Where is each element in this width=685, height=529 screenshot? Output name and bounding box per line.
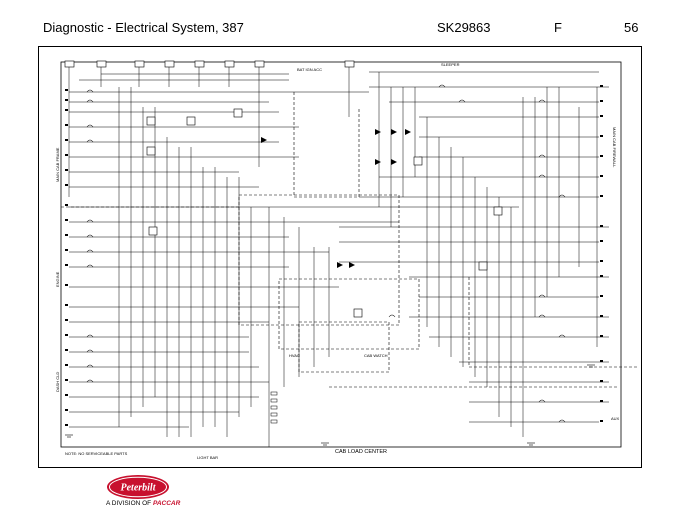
logo-oval: [107, 475, 169, 499]
harness-boundary: [60, 61, 622, 448]
logo-text: Peterbilt: [121, 483, 157, 494]
document-number: SK29863: [437, 20, 491, 35]
top-fuse-drops: [68, 67, 350, 197]
dashed-boundaries: [61, 92, 639, 388]
circuit-breakers: [86, 84, 566, 423]
label-cab-watch: CAB WATCH: [364, 353, 388, 358]
page-title: Diagnostic - Electrical System, 387: [43, 20, 244, 35]
label-main-cab-frame: MAIN CAB FRAME: [55, 147, 60, 182]
logo-sub-prefix: A DIVISION OF: [106, 500, 152, 507]
label-cab-load-center: CAB LOAD CENTER: [335, 449, 387, 455]
relays: [146, 108, 503, 318]
label-sleeper: SLEEPER: [441, 62, 460, 67]
label-main-cab-firewall: MAIN CAB FIREWALL: [612, 127, 617, 168]
label-dash-cld: DASH CLD: [55, 372, 60, 392]
page-number: 56: [624, 20, 639, 35]
label-light-bar: LIGHT BAR: [197, 455, 218, 460]
right-connector-pins: [600, 85, 603, 422]
wiring-lines: [69, 71, 609, 447]
label-aux: AUX: [611, 416, 620, 421]
light-bar-connectors: [270, 391, 278, 424]
logo-subtitle: A DIVISION OF PACCAR: [106, 500, 180, 507]
schematic-frame: [38, 46, 642, 468]
wiring-schematic: BAT IGN ACC SLEEPER MAIN CAB FIREWALL MA…: [55, 60, 639, 460]
top-fuse-connectors: [64, 60, 355, 68]
label-note: NOTE: NO SERVICEABLE PARTS: [65, 451, 128, 456]
diodes: [261, 129, 411, 268]
label-hvac: HVAC: [289, 353, 300, 358]
label-bat-ign-acc: BAT IGN ACC: [297, 67, 322, 72]
logo-sub-brand: PACCAR: [152, 500, 181, 507]
peterbilt-logo: Peterbilt: [107, 475, 169, 499]
ground-symbols: [65, 364, 595, 446]
revision-letter: F: [554, 20, 562, 35]
left-connector-pins: [65, 89, 68, 426]
label-engine: ENGINE: [55, 271, 60, 287]
